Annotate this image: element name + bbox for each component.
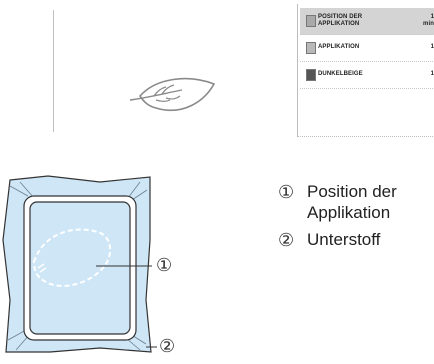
thread-number: 1 [431,44,434,51]
thread-row-dunkelbeige[interactable]: DUNKELBEIGE 1 [300,62,434,89]
thread-swatch [306,15,316,27]
callout-2: ② [159,336,175,357]
thread-name: POSITION DER [318,14,398,21]
callout-1: ① [156,255,172,276]
leaf-applique-preview [126,72,216,116]
thread-row-applikation[interactable]: APPLIKATION 1 [300,35,434,62]
thread-row-position[interactable]: POSITION DER APPLIKATION 1 min [300,8,434,35]
thread-name: APPLIKATION [318,44,398,51]
thread-number: 1 [423,14,434,21]
panel-divider [53,10,54,132]
thread-color-list: POSITION DER APPLIKATION 1 min APPLIKATI… [297,4,434,137]
thread-swatch [306,69,316,81]
thread-name-line2: APPLIKATION [318,21,398,28]
legend-item-1-line2: Applikation [307,203,390,223]
thread-number: 1 [431,71,434,78]
legend-item-1-line1: Position der [307,182,397,202]
legend-number-2: ② [278,230,294,251]
legend-number-1: ① [278,182,294,203]
legend-item-2: Unterstoff [307,230,380,250]
thread-name: DUNKELBEIGE [318,71,398,78]
thread-swatch [306,42,316,54]
thread-number-unit: min [423,21,434,28]
